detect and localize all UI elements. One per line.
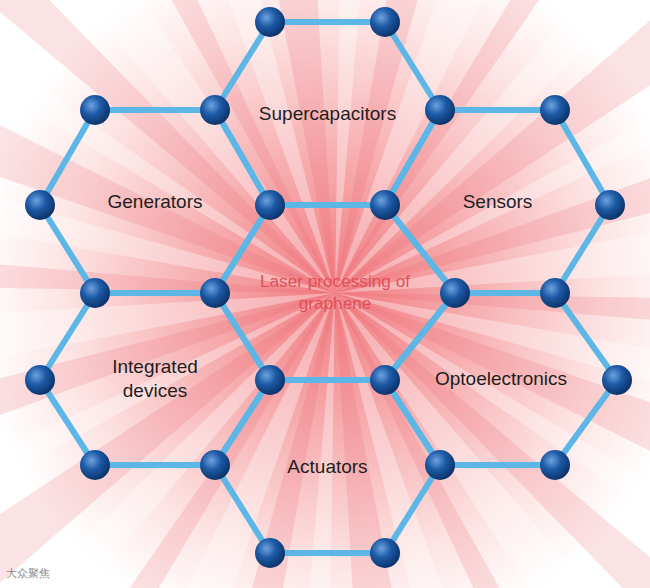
carbon-atom (255, 7, 285, 37)
carbon-atom (602, 365, 632, 395)
carbon-atom (80, 278, 110, 308)
application-label: Supercapacitors (259, 102, 396, 126)
carbon-atom (255, 190, 285, 220)
carbon-atom (425, 95, 455, 125)
hexagon-outline (40, 293, 270, 465)
carbon-atom (370, 538, 400, 568)
hexagon-cell: Sensors (385, 110, 610, 293)
hexagon-cell: Supercapacitors (215, 22, 440, 205)
carbon-atom (540, 450, 570, 480)
carbon-atom (200, 95, 230, 125)
carbon-atom (595, 190, 625, 220)
application-label: Integrated devices (95, 355, 215, 403)
carbon-atom (25, 190, 55, 220)
application-label: Generators (107, 190, 202, 214)
carbon-atom (425, 450, 455, 480)
hexagon-cell: Actuators (215, 380, 440, 553)
carbon-atom (370, 365, 400, 395)
application-label: Optoelectronics (435, 367, 567, 391)
carbon-atom (200, 450, 230, 480)
central-title: Laser processing of graphene (253, 271, 418, 314)
light-ray (237, 0, 335, 293)
carbon-atom (200, 278, 230, 308)
application-label: Sensors (463, 190, 533, 214)
carbon-atom (540, 95, 570, 125)
carbon-atom (540, 278, 570, 308)
carbon-atom (25, 365, 55, 395)
application-label: Actuators (287, 455, 367, 479)
carbon-atom (370, 190, 400, 220)
carbon-atom (440, 278, 470, 308)
carbon-atom (80, 95, 110, 125)
carbon-atom (370, 7, 400, 37)
carbon-atom (255, 538, 285, 568)
hexagon-cell: Integrated devices (40, 293, 270, 465)
carbon-atom (80, 450, 110, 480)
carbon-atom (255, 365, 285, 395)
watermark: 大众聚焦 (6, 566, 50, 581)
